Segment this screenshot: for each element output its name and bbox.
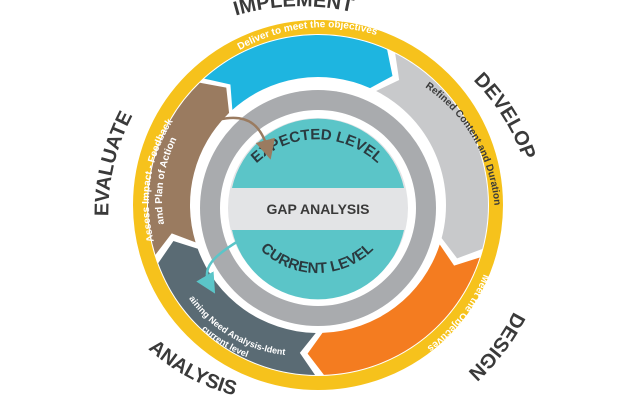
design-title: DESIGN — [464, 309, 529, 384]
gap-analysis-title: GAP ANALYSIS — [267, 201, 370, 217]
evaluate-to-expected-arrow — [217, 116, 276, 160]
segment-design — [307, 244, 480, 375]
segment-evaluate — [147, 82, 230, 255]
current-to-analysis-arrow — [196, 238, 241, 294]
expected-level-band — [232, 118, 404, 188]
segment-develop — [376, 53, 488, 259]
segment-implement — [204, 35, 393, 110]
outer-ring — [133, 20, 503, 390]
current-level-band — [232, 230, 404, 300]
evaluate-title: EVALUATE — [91, 108, 137, 217]
implement-title: IMPLEMENT — [231, 0, 356, 20]
